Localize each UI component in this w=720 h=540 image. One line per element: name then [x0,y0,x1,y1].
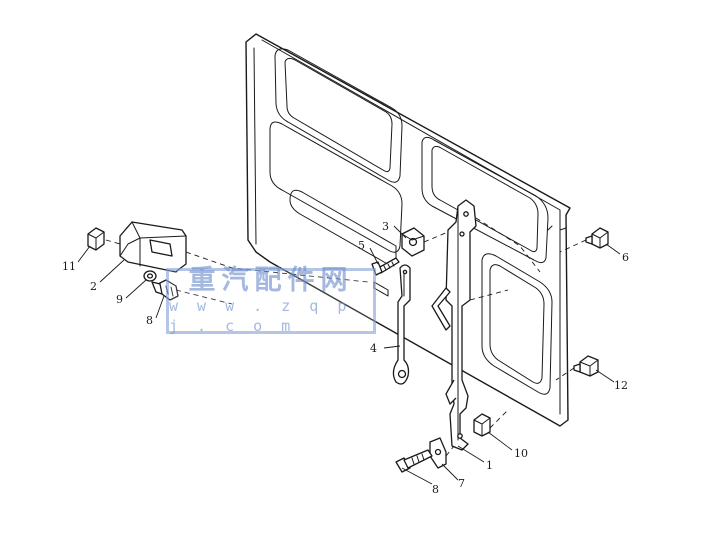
plate-part-7 [429,437,447,469]
link-rod-part-4 [392,264,411,385]
watermark-site-url: w w w . z q p j . c o m [169,297,352,335]
bumper-part-6 [585,227,609,249]
callout-7: 7 [458,477,465,490]
watermark-stamp: 重汽配件网 w w w . z q p j . c o m [166,265,376,335]
screw-part-5 [371,257,400,276]
callout-8-upper: 8 [146,314,153,327]
callout-labels: 11 2 9 8 3 5 4 6 12 10 1 7 8 [62,220,629,496]
door-panel [245,33,571,427]
callout-9: 9 [116,293,123,306]
leader-lines [77,225,621,485]
callout-2: 2 [90,280,97,293]
callout-3: 3 [382,220,389,233]
latch-arm-part-1 [431,199,477,451]
callout-5: 5 [358,239,365,252]
callout-12: 12 [614,379,628,392]
bumper-part-10 [473,413,491,437]
callout-4: 4 [370,342,377,355]
striker-bracket-part-2 [119,221,187,273]
bolt-part-8-lower [395,449,433,473]
washer-part-9 [143,270,157,282]
bumper-part-11 [87,227,105,251]
watermark-site-name: 重汽配件网 [188,265,354,296]
callout-1: 1 [486,459,493,472]
callout-10: 10 [514,447,528,460]
callout-11: 11 [62,260,76,273]
bumper-part-12 [573,355,599,377]
bracket-part-3 [401,227,425,257]
callout-8-lower: 8 [432,483,439,496]
callout-6: 6 [622,251,629,264]
